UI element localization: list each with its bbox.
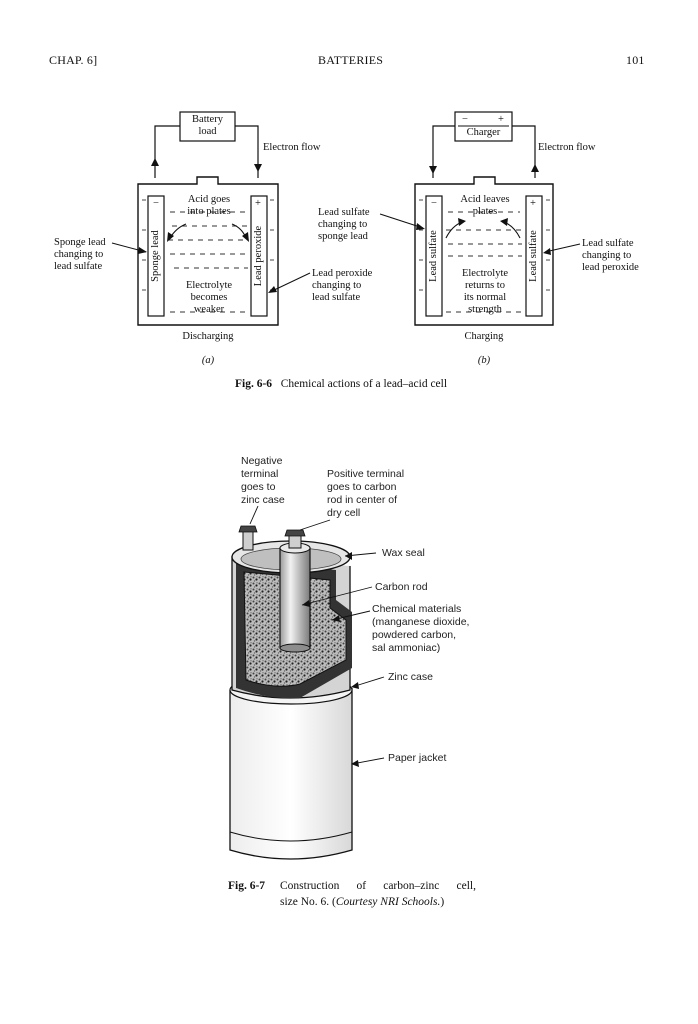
running-header-chapter: CHAP. 6]	[49, 53, 98, 67]
figure-6-6-caption: Fig. 6-6 Chemical actions of a lead–acid…	[235, 378, 447, 390]
discharging-label: Discharging	[182, 331, 234, 342]
chemical-materials-label: Chemical materials(manganese dioxide,pow…	[372, 603, 470, 654]
figure-6-6a-drawing	[111, 111, 311, 326]
electron-flow-label-b: Electron flow	[538, 142, 596, 153]
figure-6-7-number: Fig. 6-7	[228, 880, 266, 892]
running-header-title: BATTERIES	[318, 53, 384, 67]
figure-6-6-caption-text: Chemical actions of a lead–acid cell	[280, 378, 448, 390]
charger-minus: −	[462, 114, 468, 125]
negative-sign-b: −	[431, 198, 437, 209]
positive-sign-b: +	[530, 198, 536, 209]
charging-label: Charging	[464, 331, 504, 342]
electron-flow-label-a: Electron flow	[263, 142, 321, 153]
zinc-case-label: Zinc case	[388, 671, 433, 683]
figure-6-7-caption: Fig. 6-7 Construction of carbon–zinc cel…	[228, 880, 488, 912]
figure-6-7-caption-line1: Construction of carbon–zinc cell,	[280, 880, 476, 892]
wax-seal-label: Wax seal	[382, 547, 425, 559]
positive-sign-a: +	[255, 198, 261, 209]
figure-6-7-caption-line2: size No. 6. (Courtesy NRI Schools.)	[280, 896, 445, 908]
charger-plus: +	[498, 114, 504, 125]
paper-jacket-label: Paper jacket	[388, 752, 447, 764]
subfigure-tag-a: (a)	[201, 355, 215, 366]
subfigure-tag-b: (b)	[477, 355, 491, 366]
figure-6-6b-drawing	[379, 111, 581, 326]
charger-label: Charger	[466, 127, 501, 138]
negative-sign-a: −	[153, 198, 159, 209]
carbon-rod-label: Carbon rod	[375, 581, 428, 593]
page-number: 101	[626, 53, 645, 67]
figure-6-6-number: Fig. 6-6	[235, 378, 273, 390]
